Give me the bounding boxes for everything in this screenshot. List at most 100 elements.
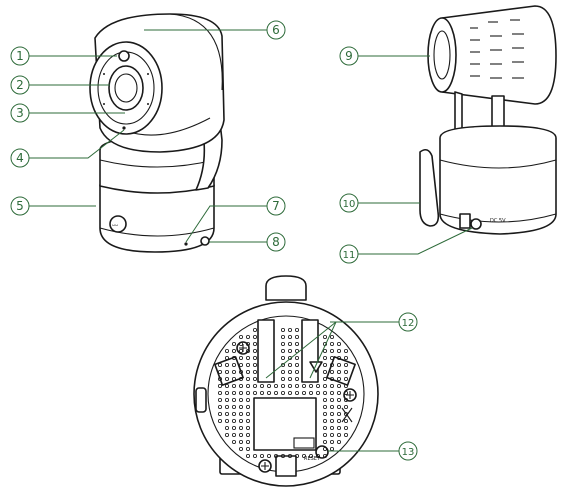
vent-hole [280,341,285,346]
vent-hole [343,411,348,416]
vent-hole [329,425,334,430]
vent-hole [336,355,341,360]
vent-hole [245,341,250,346]
vent-hole [252,453,257,458]
callout-5-marker [10,196,30,216]
vent-hole [231,432,236,437]
vent-hole [231,425,236,430]
vent-hole [294,341,299,346]
vent-hole [231,439,236,444]
vent-hole [224,411,229,416]
vent-hole [217,404,222,409]
vent-hole [322,432,327,437]
vent-hole [287,453,292,458]
vent-hole [238,369,243,374]
callout-4-label: 4 [16,151,24,165]
callout-4-marker [10,148,30,168]
vent-hole [259,453,264,458]
vent-hole [252,341,257,346]
vent-hole [238,411,243,416]
vent-hole [231,348,236,353]
vent-hole [336,432,341,437]
vent-hole [294,355,299,360]
vent-hole [280,390,285,395]
vent-hole [343,362,348,367]
vent-hole [238,376,243,381]
callout-9-marker [339,46,359,66]
vent-hole [329,404,334,409]
vent-hole [224,418,229,423]
vent-hole [245,453,250,458]
vent-hole [322,404,327,409]
callout-10-label: 10 [343,199,356,210]
vent-hole [245,369,250,374]
vent-hole [301,453,306,458]
vent-hole [224,432,229,437]
callout-8-label: 8 [272,235,280,249]
port-plate [459,213,471,229]
vent-hole [245,348,250,353]
camera-lens [108,65,144,111]
vent-hole [308,390,313,395]
vent-hole [224,369,229,374]
vent-hole [329,348,334,353]
callout-1-label: 1 [16,49,24,63]
vent-hole [245,390,250,395]
vent-hole [217,418,222,423]
vent-hole [245,439,250,444]
vent-hole [266,390,271,395]
vent-hole [245,355,250,360]
speaker-grille [427,17,457,93]
vent-hole [322,439,327,444]
vent-hole [238,439,243,444]
vent-hole [343,369,348,374]
vent-hole [280,327,285,332]
vent-hole [224,390,229,395]
vent-hole [294,390,299,395]
vent-hole [245,334,250,339]
vent-hole [252,390,257,395]
vent-hole [280,355,285,360]
callout-7-label: 7 [272,199,280,213]
vent-hole [245,446,250,451]
vent-hole [231,404,236,409]
vent-hole [343,404,348,409]
callout-10-marker [339,193,359,213]
callout-3-marker [10,103,30,123]
vent-hole [287,341,292,346]
vent-hole [294,327,299,332]
vent-hole [336,376,341,381]
reset-label: RESET [304,456,321,462]
vent-hole [224,425,229,430]
svg-text:ᴗᴗ: ᴗᴗ [112,222,118,228]
vent-hole [252,348,257,353]
vent-hole [343,355,348,360]
callout-6-marker [266,20,286,40]
vent-hole [217,390,222,395]
vent-hole [322,383,327,388]
vent-hole [322,446,327,451]
vent-hole [238,425,243,430]
vent-hole [294,383,299,388]
vent-hole [329,390,334,395]
vent-hole [224,376,229,381]
vent-hole [245,404,250,409]
camera-bottom-view: RESET [193,275,379,487]
vent-hole [231,383,236,388]
vent-hole [231,390,236,395]
vent-hole [252,369,257,374]
callout-6-label: 6 [272,23,280,37]
vent-hole [252,362,257,367]
vent-hole [287,334,292,339]
vent-hole [217,362,222,367]
callout-13-marker [398,441,418,461]
vent-hole [322,355,327,360]
vent-hole [231,397,236,402]
vent-hole [329,341,334,346]
callout-11-label: 11 [343,250,356,261]
vent-hole [252,383,257,388]
callout-1-marker [10,46,30,66]
callout-5-label: 5 [16,199,24,213]
vent-hole [322,418,327,423]
vent-hole [287,348,292,353]
